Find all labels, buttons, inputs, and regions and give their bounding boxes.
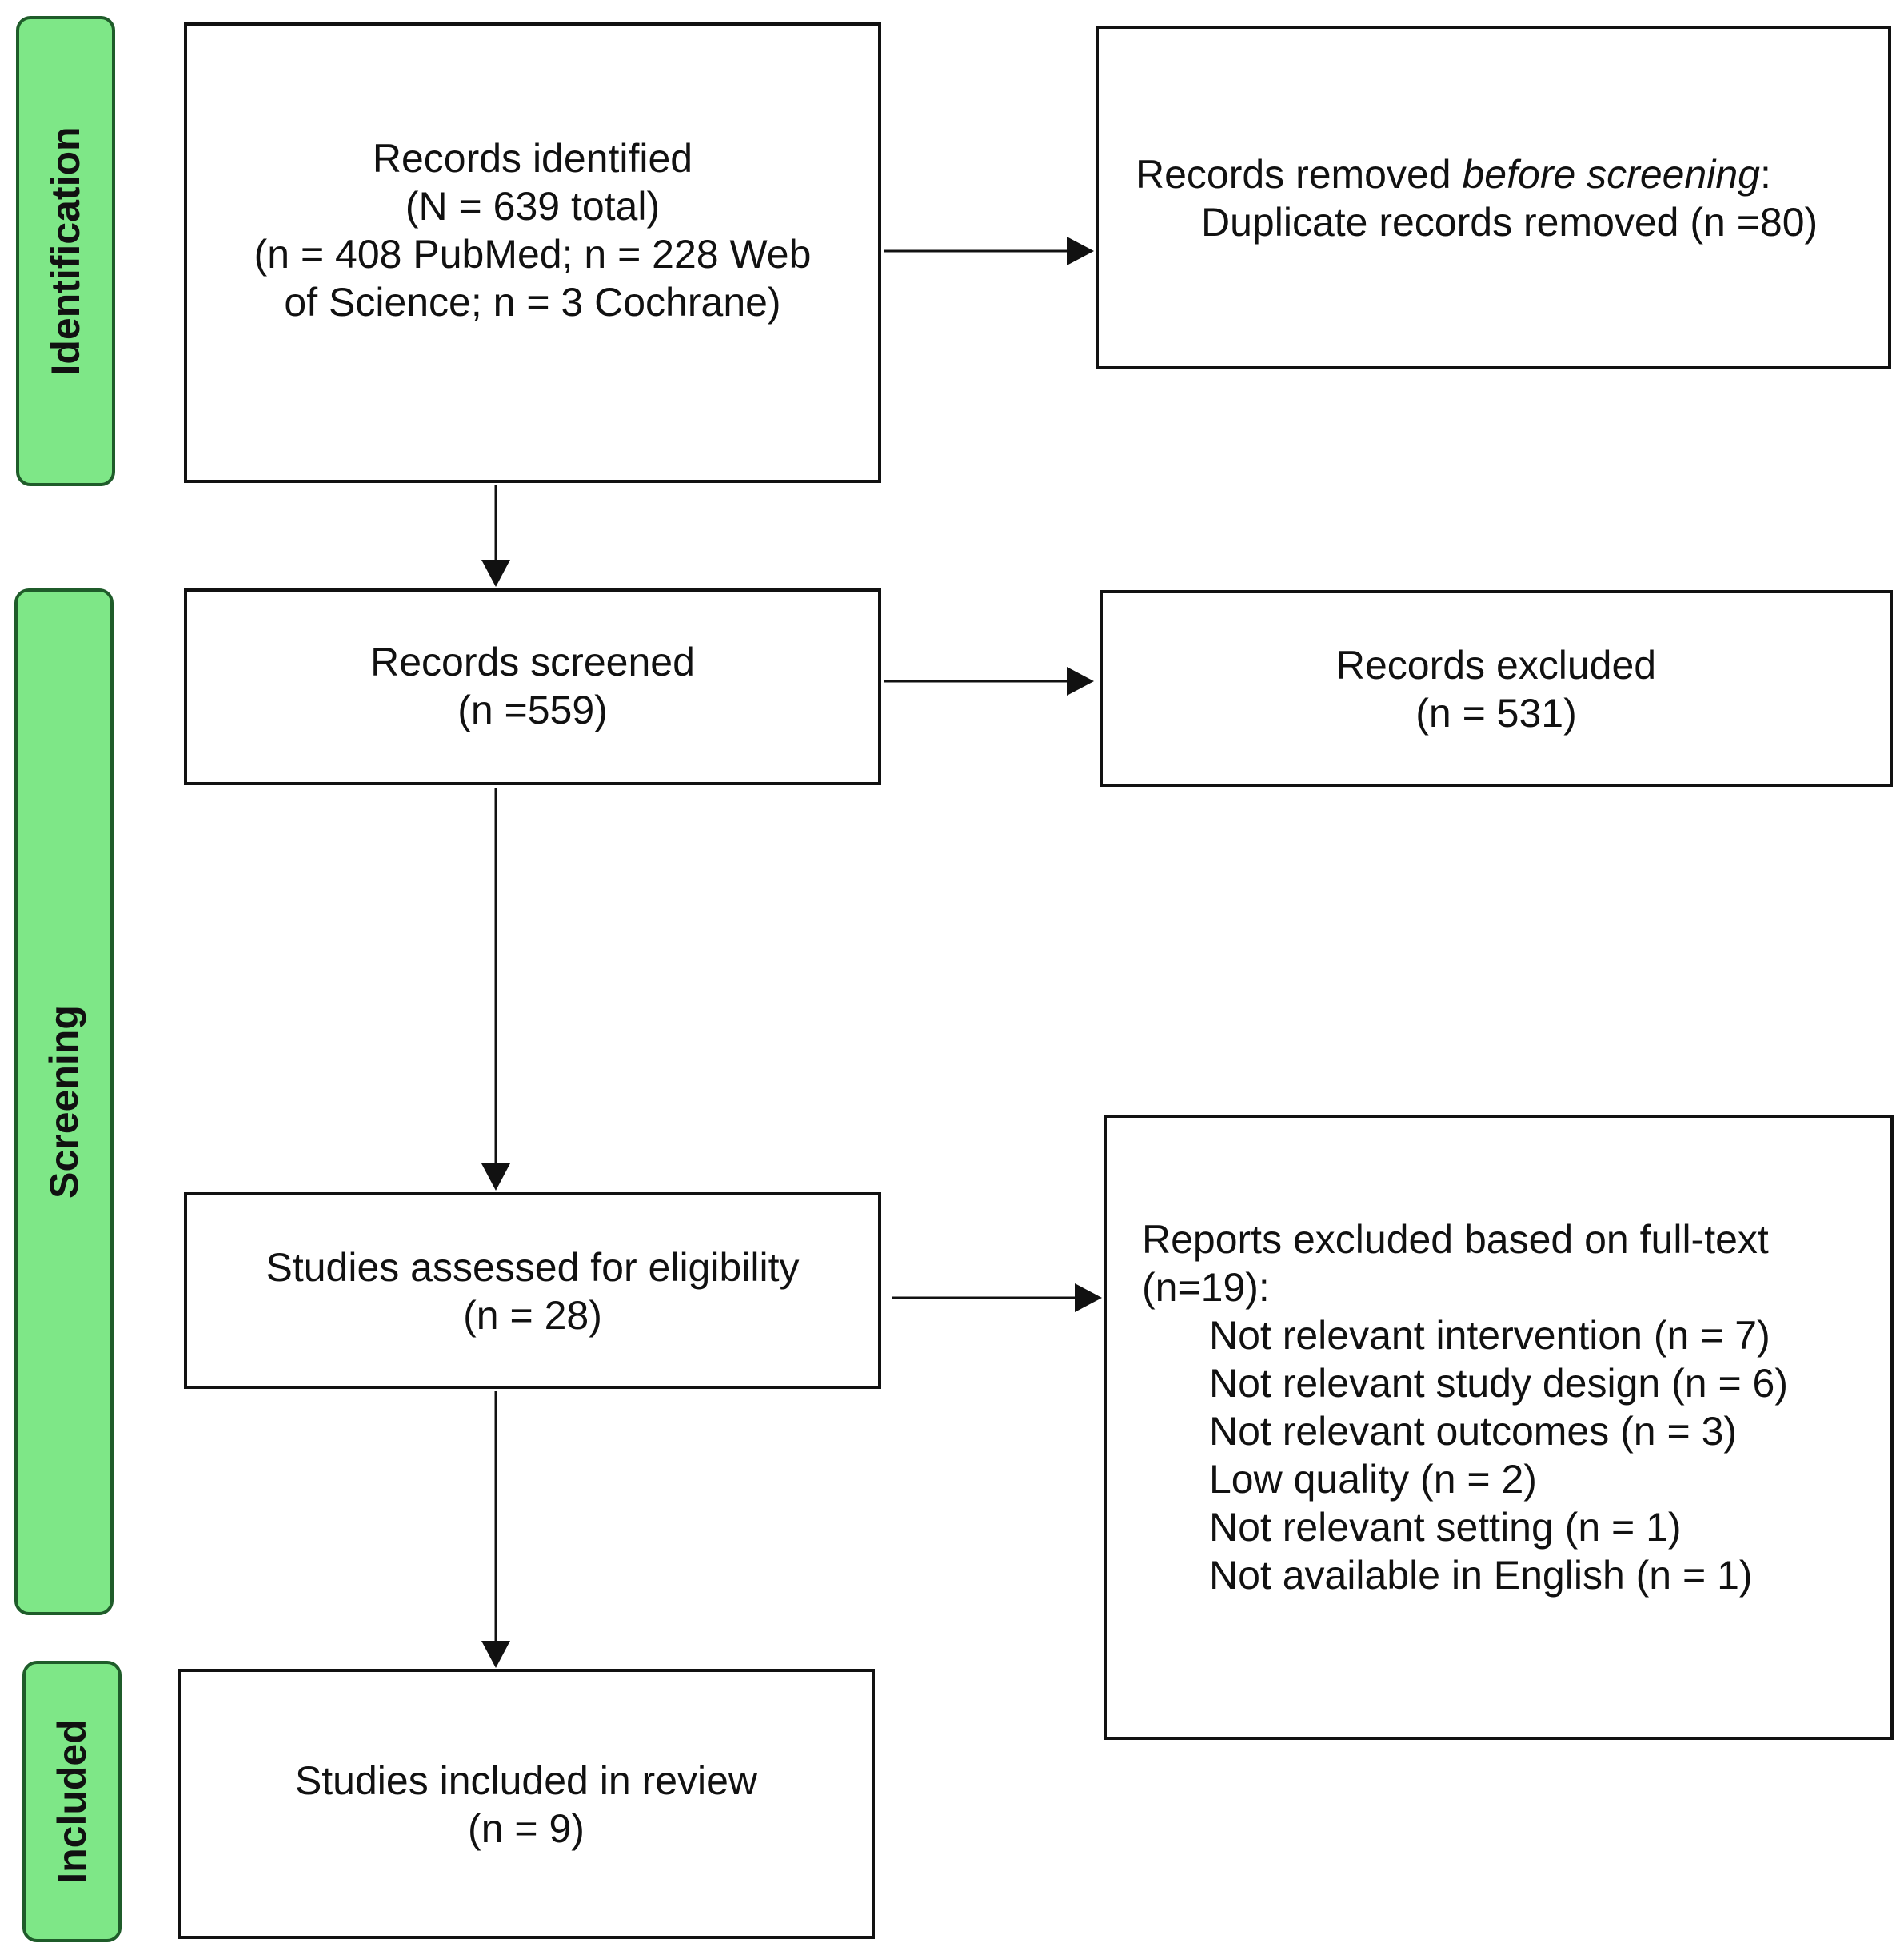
studies-included-box: Studies included in review (n = 9) bbox=[178, 1669, 875, 1939]
arrowhead-right-2 bbox=[1067, 667, 1094, 696]
reason-item: Not available in English (n = 1) bbox=[1209, 1553, 1753, 1598]
records-identified-total: (N = 639 total) bbox=[405, 184, 661, 229]
records-removed-emphasis: before screening bbox=[1462, 152, 1760, 197]
reports-excluded-box: Reports excluded based on full-text (n=1… bbox=[1104, 1115, 1894, 1740]
records-identified-sources-2: of Science; n = 3 Cochrane) bbox=[284, 280, 781, 325]
arrowhead-right-3 bbox=[1075, 1283, 1102, 1312]
reason-item: Not relevant intervention (n = 7) bbox=[1209, 1313, 1770, 1358]
studies-assessed-box: Studies assessed for eligibility (n = 28… bbox=[184, 1192, 881, 1389]
records-excluded-box: Records excluded (n = 531) bbox=[1100, 590, 1893, 787]
records-removed-suffix: : bbox=[1759, 152, 1771, 197]
arrowhead-down-2 bbox=[481, 1163, 510, 1191]
reason-item: Not relevant study design (n = 6) bbox=[1209, 1361, 1788, 1406]
records-screened-text: Records screened (n =559) bbox=[187, 638, 878, 734]
records-identified-sources-1: (n = 408 PubMed; n = 228 Web bbox=[253, 232, 812, 277]
studies-included-text: Studies included in review (n = 9) bbox=[181, 1757, 872, 1853]
records-identified-box: Records identified (N = 639 total) (n = … bbox=[184, 22, 881, 483]
records-removed-label: Records removed before screening: bbox=[1136, 150, 1818, 198]
studies-included-count: (n = 9) bbox=[468, 1806, 585, 1851]
studies-assessed-text: Studies assessed for eligibility (n = 28… bbox=[187, 1243, 878, 1339]
records-removed-box: Records removed before screening: Duplic… bbox=[1096, 26, 1891, 369]
records-excluded-title: Records excluded bbox=[1335, 643, 1657, 688]
phase-included: Included bbox=[22, 1661, 122, 1942]
reports-excluded-title: Reports excluded based on full-text bbox=[1142, 1217, 1769, 1262]
reports-excluded-text: Reports excluded based on full-text (n=1… bbox=[1142, 1215, 1788, 1599]
records-screened-box: Records screened (n =559) bbox=[184, 588, 881, 785]
reports-excluded-count: (n=19): bbox=[1142, 1265, 1270, 1310]
studies-assessed-count: (n = 28) bbox=[463, 1293, 602, 1338]
studies-included-title: Studies included in review bbox=[294, 1758, 758, 1803]
arrowhead-down-3 bbox=[481, 1641, 510, 1668]
records-excluded-text: Records excluded (n = 531) bbox=[1103, 641, 1890, 737]
duplicate-records-removed: Duplicate records removed (n =80) bbox=[1201, 200, 1818, 245]
arrowhead-right-1 bbox=[1067, 237, 1094, 265]
phase-identification: Identification bbox=[16, 16, 115, 486]
records-screened-title: Records screened bbox=[370, 640, 695, 684]
reason-item: Not relevant setting (n = 1) bbox=[1209, 1505, 1682, 1550]
records-identified-text: Records identified (N = 639 total) (n = … bbox=[187, 134, 878, 326]
studies-assessed-title: Studies assessed for eligibility bbox=[265, 1245, 800, 1290]
records-removed-text: Records removed before screening: Duplic… bbox=[1136, 150, 1818, 246]
arrowhead-down-1 bbox=[481, 560, 510, 587]
reason-item: Not relevant outcomes (n = 3) bbox=[1209, 1409, 1738, 1454]
records-removed-prefix: Records removed bbox=[1136, 152, 1463, 197]
records-identified-title: Records identified bbox=[372, 136, 693, 181]
reason-item: Low quality (n = 2) bbox=[1209, 1457, 1537, 1502]
records-screened-count: (n =559) bbox=[457, 688, 608, 732]
records-excluded-count: (n = 531) bbox=[1415, 691, 1577, 736]
phase-screening: Screening bbox=[14, 588, 114, 1615]
